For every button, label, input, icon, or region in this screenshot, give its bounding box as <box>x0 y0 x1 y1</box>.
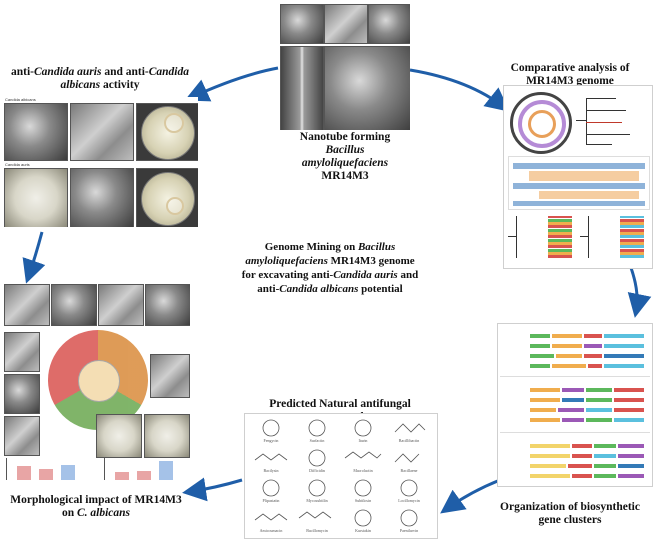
compound-structure: Fengycin <box>249 418 293 444</box>
morph-sem-d <box>145 284 190 326</box>
label-candida-albicans: Candida albicans <box>5 97 36 102</box>
compound-structure: Amicoumacin <box>249 508 293 534</box>
compound-structure: Paenilarvin <box>387 508 431 534</box>
morph-sem-c <box>98 284 144 326</box>
auris-sem-1 <box>4 168 68 227</box>
morph-sem-f <box>4 374 40 414</box>
heatmap-tree-right <box>580 212 648 264</box>
genome-ring-inner <box>528 110 556 138</box>
compound-structure: Subtilosin <box>341 478 385 504</box>
compound-structure: Mycosubtilin <box>295 478 339 504</box>
sem-image-c <box>368 4 410 44</box>
compound-structure: Bacillomycin <box>295 508 339 534</box>
cluster-block-2 <box>500 380 650 433</box>
agar-plate-icon <box>141 172 195 226</box>
sem-image-d <box>280 46 324 130</box>
morphology-figure <box>4 284 190 480</box>
sem-image-e <box>324 46 410 130</box>
auris-sem-2 <box>70 168 134 227</box>
arrow-to-activity <box>184 66 279 102</box>
compound-structure: Bacillibactin <box>387 418 431 444</box>
genome-caption: Comparative analysis of MR14M3 genome <box>510 62 630 87</box>
arrow-activity-to-morph <box>22 231 46 284</box>
arrow-genome-to-clusters <box>627 264 652 318</box>
albicans-plate-panel <box>136 103 198 161</box>
compound-structure: Bacillaene <box>387 448 431 474</box>
agar-plate-icon <box>141 106 195 160</box>
compound-structure: Difficidin <box>295 448 339 474</box>
central-title: Genome Mining on Bacillus amyloliquefaci… <box>241 241 419 295</box>
nanotube-sem-figure <box>280 4 410 130</box>
morph-sem-b <box>51 284 97 326</box>
compounds-figure: Fengycin Surfactin Iturin Bacillibactin … <box>244 413 438 539</box>
label-candida-auris: Candida auris <box>5 162 30 167</box>
inhibition-zone-icon <box>166 197 184 215</box>
nanotube-caption: Nanotube forming Bacillus amyloliquefaci… <box>299 131 391 182</box>
cluster-block-3 <box>500 436 650 484</box>
arrow-compounds-to-morph <box>182 477 243 502</box>
morph-sem-e <box>4 332 40 372</box>
genome-ring-outer <box>510 92 572 154</box>
morph-sem-i <box>96 414 142 458</box>
albicans-sem-2 <box>70 103 134 161</box>
compound-structure: Kurstakin <box>341 508 385 534</box>
cluster-block-1 <box>500 326 650 377</box>
wheel-center <box>78 360 120 402</box>
genome-ring-mid <box>518 100 566 148</box>
compound-structure: Iturin <box>341 418 385 444</box>
bar-chart-right <box>104 458 187 480</box>
compound-structure: Plipastatin <box>249 478 293 504</box>
sem-image-b <box>324 4 368 44</box>
mechanism-wheel <box>48 330 148 430</box>
inhibition-zone-icon <box>164 113 184 133</box>
gene-cluster-caption: Organization of biosynthetic gene cluste… <box>500 501 640 526</box>
phylogenetic-tree-1 <box>576 92 646 150</box>
morph-sem-g <box>4 416 40 456</box>
morphology-caption: Morphological impact of MR14M3 on C. alb… <box>10 494 182 519</box>
arrow-to-genome <box>409 68 510 112</box>
auris-plate-panel <box>136 168 198 227</box>
activity-caption: anti-Candida auris and anti-Candida albi… <box>11 66 189 91</box>
compound-structure: Surfactin <box>295 418 339 444</box>
bar-chart-left <box>6 458 87 480</box>
sem-image-a <box>280 4 324 44</box>
gene-cluster-figure <box>497 323 653 487</box>
compound-structure: Bacilysin <box>249 448 293 474</box>
compound-structure: Macrolactin <box>341 448 385 474</box>
synteny-alignment <box>508 156 650 210</box>
morph-sem-h <box>150 354 190 398</box>
circular-genome-map <box>508 90 572 154</box>
morph-sem-j <box>144 414 190 458</box>
albicans-sem-1 <box>4 103 68 161</box>
compound-structure: Locillomycin <box>387 478 431 504</box>
morph-sem-a <box>4 284 50 326</box>
activity-figure: Candida albicans Candida auris <box>4 97 198 227</box>
heatmap-tree-left <box>508 212 576 264</box>
genome-figure <box>503 85 653 269</box>
arrow-clusters-to-compounds <box>440 478 501 514</box>
